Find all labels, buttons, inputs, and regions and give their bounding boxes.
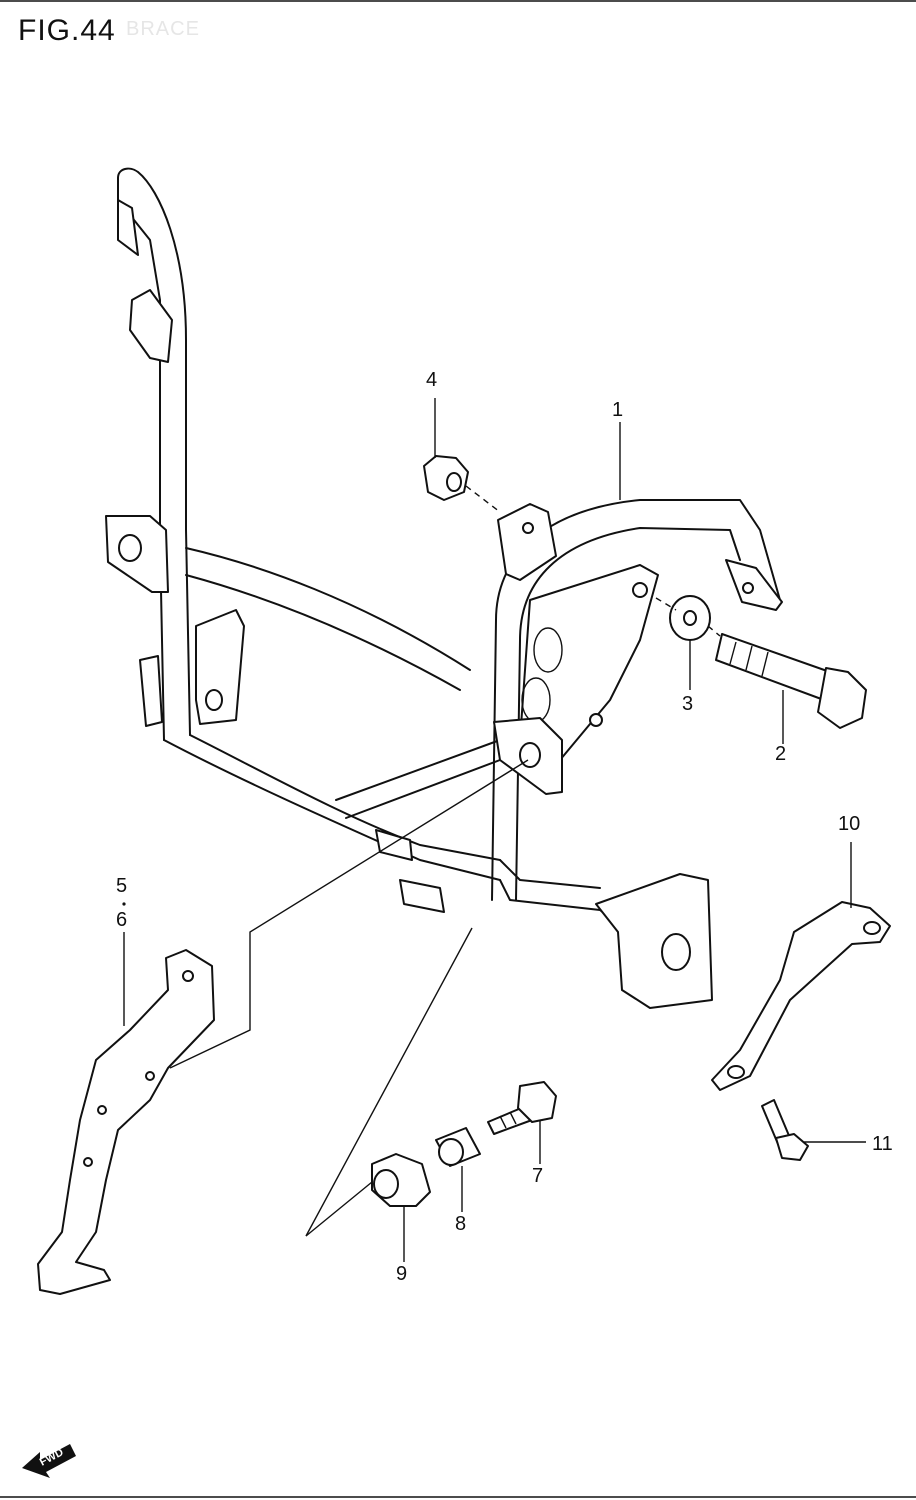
callout-3: 3 [682,693,693,715]
side-bracket-5-6 [37,949,215,1295]
fwd-arrow-icon: FWD [22,1444,76,1478]
figure-title: FIG.44 [18,14,116,47]
callout-4: 4 [426,369,437,391]
washer-3 [669,595,711,641]
callout-1: 1 [612,399,623,421]
callout-6: 6 [116,909,127,931]
callout-8: 8 [455,1213,466,1235]
callout-2: 2 [775,743,786,765]
nut-4 [423,455,469,501]
callout-5-6-separator [122,902,126,906]
callout-9: 9 [396,1263,407,1285]
callout-10: 10 [838,813,860,835]
screw-11 [761,1099,809,1161]
callout-5: 5 [116,875,127,897]
callout-11: 11 [872,1133,893,1155]
callout-7: 7 [532,1165,543,1187]
screw-7 [487,1081,557,1135]
collar-8 [435,1127,481,1167]
main-brace-frame [105,167,783,1009]
bolt-2 [715,633,867,729]
grommet-9 [371,1153,431,1207]
leader-lines [123,398,866,1262]
figure-subtitle: BRACE [126,18,200,40]
stay-10 [711,901,891,1091]
